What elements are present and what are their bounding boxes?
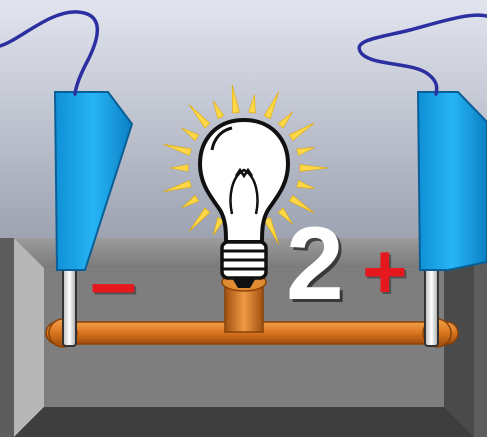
step-number-label: 2 — [286, 206, 344, 322]
negative-terminal-symbol: – — [90, 235, 137, 329]
glow-ray — [169, 164, 189, 172]
glow-ray — [299, 164, 329, 172]
right-lead-wire — [357, 13, 487, 96]
glow-ray — [188, 104, 211, 129]
glow-ray — [181, 127, 200, 142]
glow-ray — [277, 207, 293, 225]
left-lead-wire — [0, 10, 100, 96]
glow-ray — [163, 180, 192, 192]
glow-ray — [288, 122, 315, 142]
glow-ray — [263, 217, 280, 245]
bulb-glow-rays — [163, 84, 329, 245]
glow-ray — [296, 180, 316, 190]
glow-ray — [188, 207, 211, 232]
right-electrode-clip — [416, 91, 487, 347]
positive-terminal-symbol: + — [362, 227, 408, 315]
glow-ray — [212, 100, 225, 119]
glow-ray — [263, 91, 280, 119]
light-bulb-icon — [163, 84, 329, 288]
glow-ray — [231, 84, 240, 114]
glow-ray — [212, 217, 225, 236]
glow-ray — [163, 144, 192, 156]
left-electrode-clip — [53, 91, 134, 347]
glow-ray — [288, 194, 315, 214]
glow-ray — [296, 146, 316, 156]
glow-ray — [181, 194, 200, 209]
glow-ray — [277, 111, 293, 129]
glow-ray — [248, 94, 256, 114]
